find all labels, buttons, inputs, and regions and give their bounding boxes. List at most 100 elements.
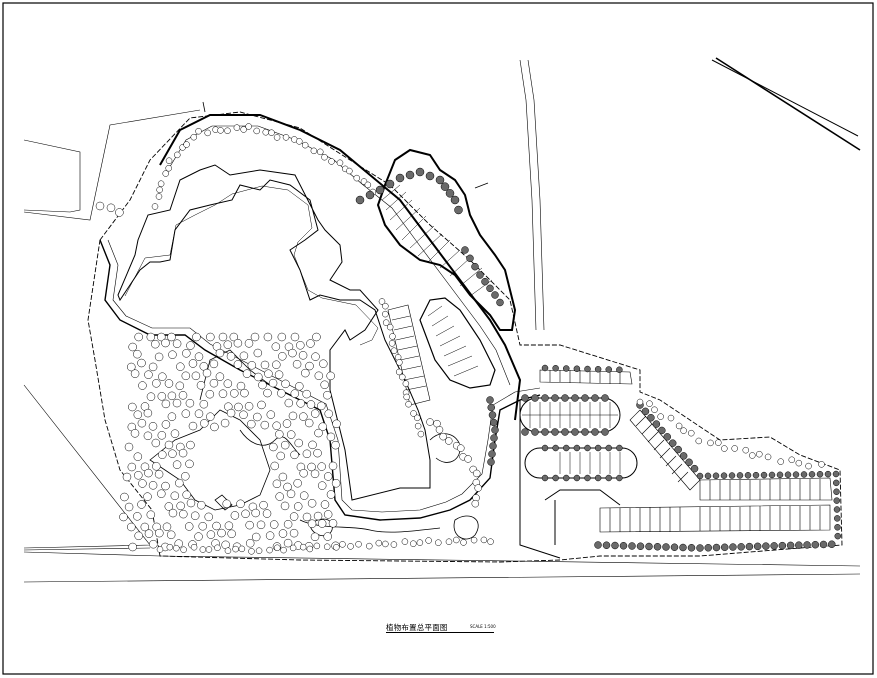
tree-symbol-icon — [581, 394, 589, 402]
tree-symbol-icon — [178, 391, 188, 400]
tree-symbol-icon — [165, 164, 172, 172]
tree-symbol-icon — [679, 543, 687, 552]
tree-symbol-icon — [616, 444, 623, 452]
tree-symbol-icon — [778, 541, 787, 550]
tree-symbol-icon — [594, 366, 602, 373]
tree-symbol-icon — [353, 174, 361, 182]
tree-symbol-icon — [161, 338, 170, 348]
tree-symbol-icon — [323, 472, 333, 481]
tree-symbol-icon — [471, 262, 479, 271]
tree-symbol-icon — [302, 512, 312, 522]
tree-symbol-icon — [282, 419, 292, 428]
tree-symbol-icon — [601, 428, 609, 436]
tree-symbol-icon — [770, 542, 778, 550]
tree-symbol-icon — [197, 500, 206, 510]
tree-symbol-icon — [314, 428, 323, 438]
tree-symbol-icon — [288, 411, 298, 421]
tree-symbol-icon — [194, 409, 204, 418]
tree-symbol-icon — [158, 372, 167, 381]
tree-symbol-icon — [299, 412, 308, 421]
tree-symbol-icon — [305, 361, 314, 371]
tree-symbol-icon — [166, 530, 176, 540]
tree-symbol-icon — [275, 492, 284, 501]
tree-symbol-icon — [170, 429, 180, 438]
tree-symbol-icon — [605, 474, 612, 482]
tree-symbol-icon — [242, 369, 252, 378]
tree-symbol-icon — [298, 351, 308, 360]
tree-symbol-icon — [158, 450, 167, 459]
tree-symbol-icon — [152, 379, 161, 388]
tree-symbol-icon — [310, 532, 320, 542]
tree-symbol-icon — [317, 519, 327, 528]
tree-symbol-icon — [326, 371, 335, 381]
tree-symbol-icon — [222, 499, 231, 509]
tree-symbol-icon — [833, 506, 841, 513]
tree-symbol-icon — [490, 418, 498, 427]
tree-symbol-icon — [161, 481, 170, 491]
tree-symbol-icon — [628, 542, 636, 550]
tree-symbol-icon — [257, 400, 266, 410]
tree-symbol-icon — [95, 201, 105, 211]
tree-symbol-icon — [405, 170, 415, 180]
tree-symbol-icon — [127, 462, 137, 472]
tree-symbol-icon — [262, 509, 272, 518]
tree-symbol-icon — [185, 398, 195, 408]
tree-symbol-icon — [647, 413, 655, 422]
tree-symbol-icon — [712, 472, 720, 480]
drawing-title: 植物布置总平面图 — [386, 623, 448, 632]
tree-symbol-icon — [236, 499, 245, 509]
tree-symbol-icon — [209, 359, 219, 369]
tree-symbol-icon — [491, 426, 499, 434]
tree-symbol-icon — [317, 148, 324, 156]
tree-symbol-icon — [487, 403, 495, 412]
perimeter-road-inner — [107, 239, 541, 513]
tree-symbol-icon — [253, 127, 260, 135]
tree-symbol-icon — [204, 129, 211, 137]
tree-symbol-icon — [206, 530, 216, 539]
tree-symbol-icon — [552, 365, 559, 372]
tree-symbol-icon — [680, 427, 687, 434]
tree-symbol-icon — [151, 438, 161, 448]
tree-symbol-icon — [173, 544, 180, 552]
tree-symbol-icon — [729, 543, 737, 551]
tree-symbol-icon — [756, 450, 763, 458]
tree-symbol-icon — [323, 532, 332, 541]
tree-symbol-icon — [306, 339, 315, 348]
tree-symbol-icon — [395, 173, 405, 183]
tree-symbol-icon — [416, 539, 424, 546]
tree-symbol-icon — [445, 437, 453, 445]
tree-symbol-icon — [364, 181, 372, 189]
tree-symbol-icon — [143, 492, 152, 501]
tree-symbol-icon — [182, 349, 191, 358]
tree-symbol-icon — [245, 520, 254, 530]
tree-symbol-icon — [274, 370, 284, 379]
tree-symbol-icon — [226, 352, 236, 361]
tree-symbol-icon — [306, 400, 316, 409]
tree-symbol-icon — [323, 510, 333, 519]
tree-symbol-icon — [164, 440, 174, 450]
tree-symbol-icon — [466, 254, 474, 263]
tree-symbol-icon — [445, 189, 455, 198]
tree-symbol-icon — [199, 399, 209, 409]
tree-symbol-icon — [776, 471, 784, 479]
tree-symbol-icon — [332, 419, 341, 429]
tree-symbol-icon — [652, 420, 661, 428]
tree-symbol-icon — [157, 180, 165, 187]
tree-symbol-icon — [185, 459, 194, 469]
tree-symbol-icon — [294, 438, 303, 448]
tree-symbol-icon — [277, 389, 286, 398]
tree-symbol-icon — [320, 500, 330, 509]
tree-symbol-icon — [646, 400, 653, 407]
north-arrow-icon — [202, 101, 206, 113]
tree-symbol-icon — [134, 332, 143, 342]
tree-symbol-icon — [323, 543, 331, 550]
tree-symbol-icon — [313, 511, 323, 521]
tree-symbol-icon — [122, 472, 132, 482]
tree-symbol-icon — [563, 365, 570, 372]
tree-symbol-icon — [188, 421, 198, 431]
tree-symbol-icon — [286, 489, 296, 499]
title-underline — [386, 632, 494, 633]
tree-symbol-icon — [157, 392, 167, 401]
tree-symbol-icon — [308, 440, 317, 450]
tree-symbol-icon — [130, 429, 140, 438]
